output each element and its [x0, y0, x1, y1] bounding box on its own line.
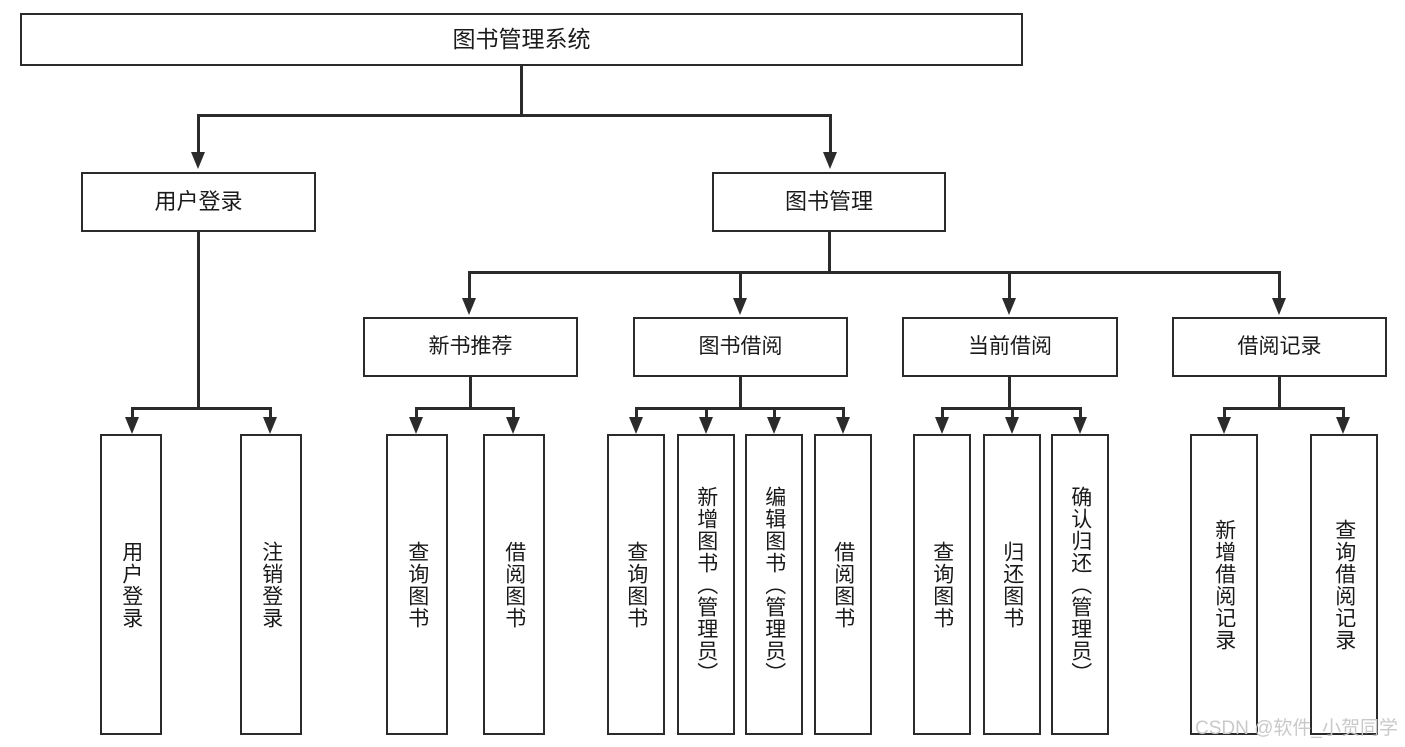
connector-drop-leaf-cb-return: [1011, 407, 1014, 425]
node-borrow-record[interactable]: 借阅记录: [1172, 317, 1387, 377]
connector-drop-leaf-user-login: [131, 407, 134, 425]
arrowhead-leaf-rec-query: [409, 417, 423, 434]
node-leaf-cb-return-label: 归还图书: [1000, 540, 1024, 629]
connector-drop-leaf-bb-add: [705, 407, 708, 425]
node-leaf-bb-edit[interactable]: 编辑图书（管理员）: [745, 434, 803, 735]
node-leaf-br-add-label: 新增借阅记录: [1212, 518, 1236, 651]
arrowhead-leaf-cb-query: [935, 417, 949, 434]
node-leaf-user-login[interactable]: 用户登录: [100, 434, 162, 735]
connector-root-bus: [197, 114, 831, 117]
connector-current-borrow-bus: [941, 407, 1080, 410]
arrowhead-leaf-bb-query: [629, 417, 643, 434]
node-new-book-rec[interactable]: 新书推荐: [363, 317, 578, 377]
arrowhead-leaf-cb-return: [1005, 417, 1019, 434]
connector-drop-leaf-bb-edit: [773, 407, 776, 425]
connector-drop-leaf-br-add: [1223, 407, 1226, 425]
connector-drop-leaf-rec-query: [415, 407, 418, 425]
connector-current-borrow-stem: [1008, 377, 1011, 407]
node-leaf-user-logout[interactable]: 注销登录: [240, 434, 302, 735]
node-leaf-bb-add-label: 新增图书（管理员）: [694, 485, 718, 684]
node-leaf-cb-confirm-label: 确认归还（管理员）: [1068, 485, 1092, 684]
connector-drop-book-borrow: [739, 271, 742, 300]
node-leaf-bb-add[interactable]: 新增图书（管理员）: [677, 434, 735, 735]
connector-borrow-record-stem: [1278, 377, 1281, 407]
node-leaf-rec-borrow-label: 借阅图书: [502, 540, 526, 629]
connector-user-login-bus: [131, 407, 271, 410]
arrowhead-leaf-cb-confirm: [1073, 417, 1087, 434]
connector-book-manage-bus: [468, 271, 1280, 274]
arrowhead-leaf-rec-borrow: [506, 417, 520, 434]
node-leaf-br-query-label: 查询借阅记录: [1332, 518, 1356, 651]
node-leaf-bb-query-label: 查询图书: [624, 540, 648, 629]
node-leaf-br-add[interactable]: 新增借阅记录: [1190, 434, 1258, 735]
connector-drop-new-book-rec: [468, 271, 471, 300]
connector-drop-leaf-cb-confirm: [1079, 407, 1082, 425]
node-leaf-cb-confirm[interactable]: 确认归还（管理员）: [1051, 434, 1109, 735]
arrowhead-current-borrow: [1002, 298, 1016, 315]
node-current-borrow-label: 当前借阅: [968, 334, 1052, 358]
connector-drop-user-login: [197, 114, 200, 154]
node-book-manage[interactable]: 图书管理: [712, 172, 946, 232]
arrowhead-user-login: [191, 152, 205, 169]
arrowhead-book-manage: [823, 152, 837, 169]
connector-drop-leaf-bb-query: [635, 407, 638, 425]
node-book-borrow-label: 图书借阅: [698, 334, 783, 358]
node-book-manage-label: 图书管理: [784, 189, 873, 215]
node-leaf-cb-query[interactable]: 查询图书: [913, 434, 971, 735]
node-user-login-label: 用户登录: [154, 189, 243, 215]
node-root[interactable]: 图书管理系统: [20, 13, 1023, 66]
connector-drop-leaf-bb-borrow: [842, 407, 845, 425]
node-user-login[interactable]: 用户登录: [81, 172, 316, 232]
arrowhead-new-book-rec: [462, 298, 476, 315]
node-leaf-bb-borrow-label: 借阅图书: [831, 540, 855, 629]
node-leaf-cb-return[interactable]: 归还图书: [983, 434, 1041, 735]
connector-drop-leaf-rec-borrow: [512, 407, 515, 425]
node-borrow-record-label: 借阅记录: [1237, 334, 1322, 358]
connector-book-borrow-bus: [635, 407, 844, 410]
connector-drop-leaf-user-logout: [269, 407, 272, 425]
arrowhead-leaf-br-query: [1336, 417, 1350, 434]
connector-drop-borrow-record: [1278, 271, 1281, 300]
connector-book-manage-stem: [828, 232, 831, 271]
node-leaf-rec-borrow[interactable]: 借阅图书: [483, 434, 545, 735]
arrowhead-leaf-bb-add: [699, 417, 713, 434]
node-leaf-rec-query-label: 查询图书: [405, 540, 429, 629]
node-leaf-bb-query[interactable]: 查询图书: [607, 434, 665, 735]
connector-book-borrow-stem: [739, 377, 742, 407]
connector-drop-leaf-cb-query: [941, 407, 944, 425]
connector-drop-book-manage: [829, 114, 832, 154]
arrowhead-leaf-bb-borrow: [836, 417, 850, 434]
connector-new-book-rec-bus: [415, 407, 514, 410]
node-leaf-rec-query[interactable]: 查询图书: [386, 434, 448, 735]
connector-borrow-record-bus: [1223, 407, 1344, 410]
node-leaf-user-logout-label: 注销登录: [259, 540, 283, 629]
node-leaf-cb-query-label: 查询图书: [930, 540, 954, 629]
arrowhead-borrow-record: [1272, 298, 1286, 315]
arrowhead-leaf-user-login: [125, 417, 139, 434]
node-leaf-user-login-label: 用户登录: [119, 540, 143, 629]
connector-root-stem: [520, 66, 523, 114]
arrowhead-leaf-br-add: [1217, 417, 1231, 434]
node-leaf-bb-borrow[interactable]: 借阅图书: [814, 434, 872, 735]
connector-drop-current-borrow: [1008, 271, 1011, 300]
arrowhead-leaf-user-logout: [263, 417, 277, 434]
node-current-borrow[interactable]: 当前借阅: [902, 317, 1118, 377]
arrowhead-leaf-bb-edit: [767, 417, 781, 434]
connector-new-book-rec-stem: [469, 377, 472, 407]
node-new-book-rec-label: 新书推荐: [428, 334, 513, 358]
node-root-label: 图书管理系统: [452, 26, 591, 53]
connector-user-login-stem: [197, 232, 200, 407]
connector-drop-leaf-br-query: [1342, 407, 1345, 425]
node-book-borrow[interactable]: 图书借阅: [633, 317, 848, 377]
node-leaf-bb-edit-label: 编辑图书（管理员）: [762, 485, 786, 684]
node-leaf-br-query[interactable]: 查询借阅记录: [1310, 434, 1378, 735]
arrowhead-book-borrow: [733, 298, 747, 315]
